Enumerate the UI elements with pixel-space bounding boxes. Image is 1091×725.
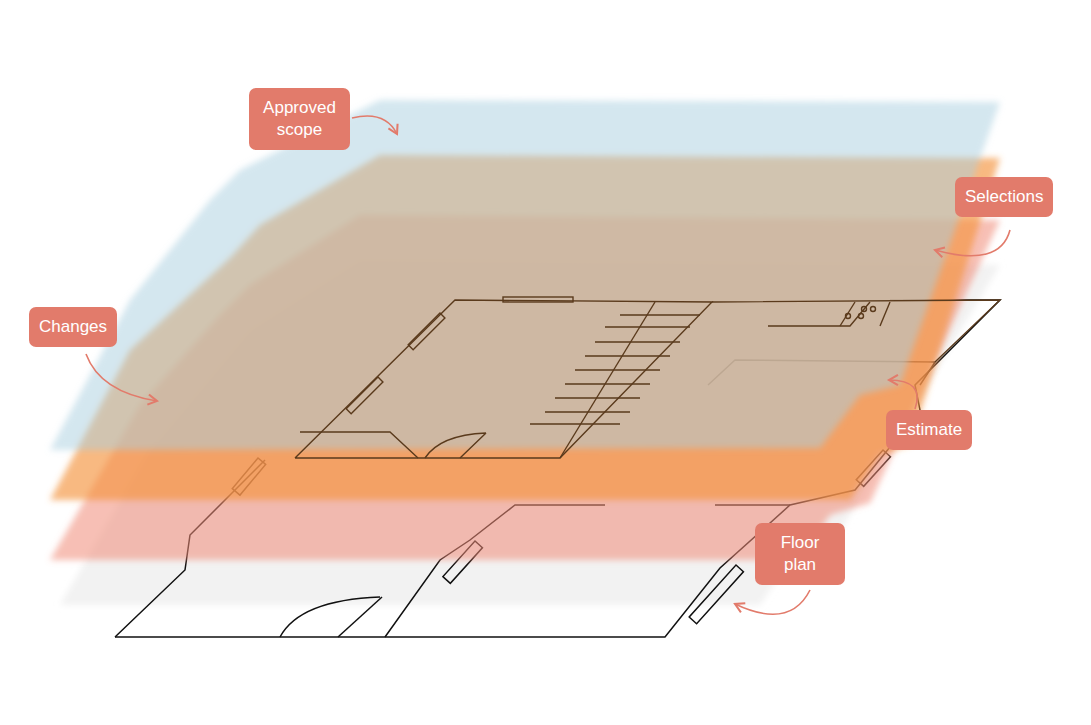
callout-label: Estimate [896, 419, 962, 441]
leader-arrows [86, 116, 1010, 614]
callout-box: Changes [29, 307, 117, 347]
upper-plan-lines [295, 297, 1000, 458]
approved-scope-layer [50, 100, 1000, 450]
callout-box: Approved scope [249, 88, 350, 150]
callout-box: Estimate [886, 410, 972, 450]
callout-label: Changes [39, 316, 107, 338]
callout-box: Selections [955, 177, 1053, 217]
callout-label: Floor plan [765, 532, 835, 576]
callout-label: Selections [965, 186, 1043, 208]
callout-label: Approved scope [259, 97, 340, 141]
callout-box: Floor plan [755, 523, 845, 585]
